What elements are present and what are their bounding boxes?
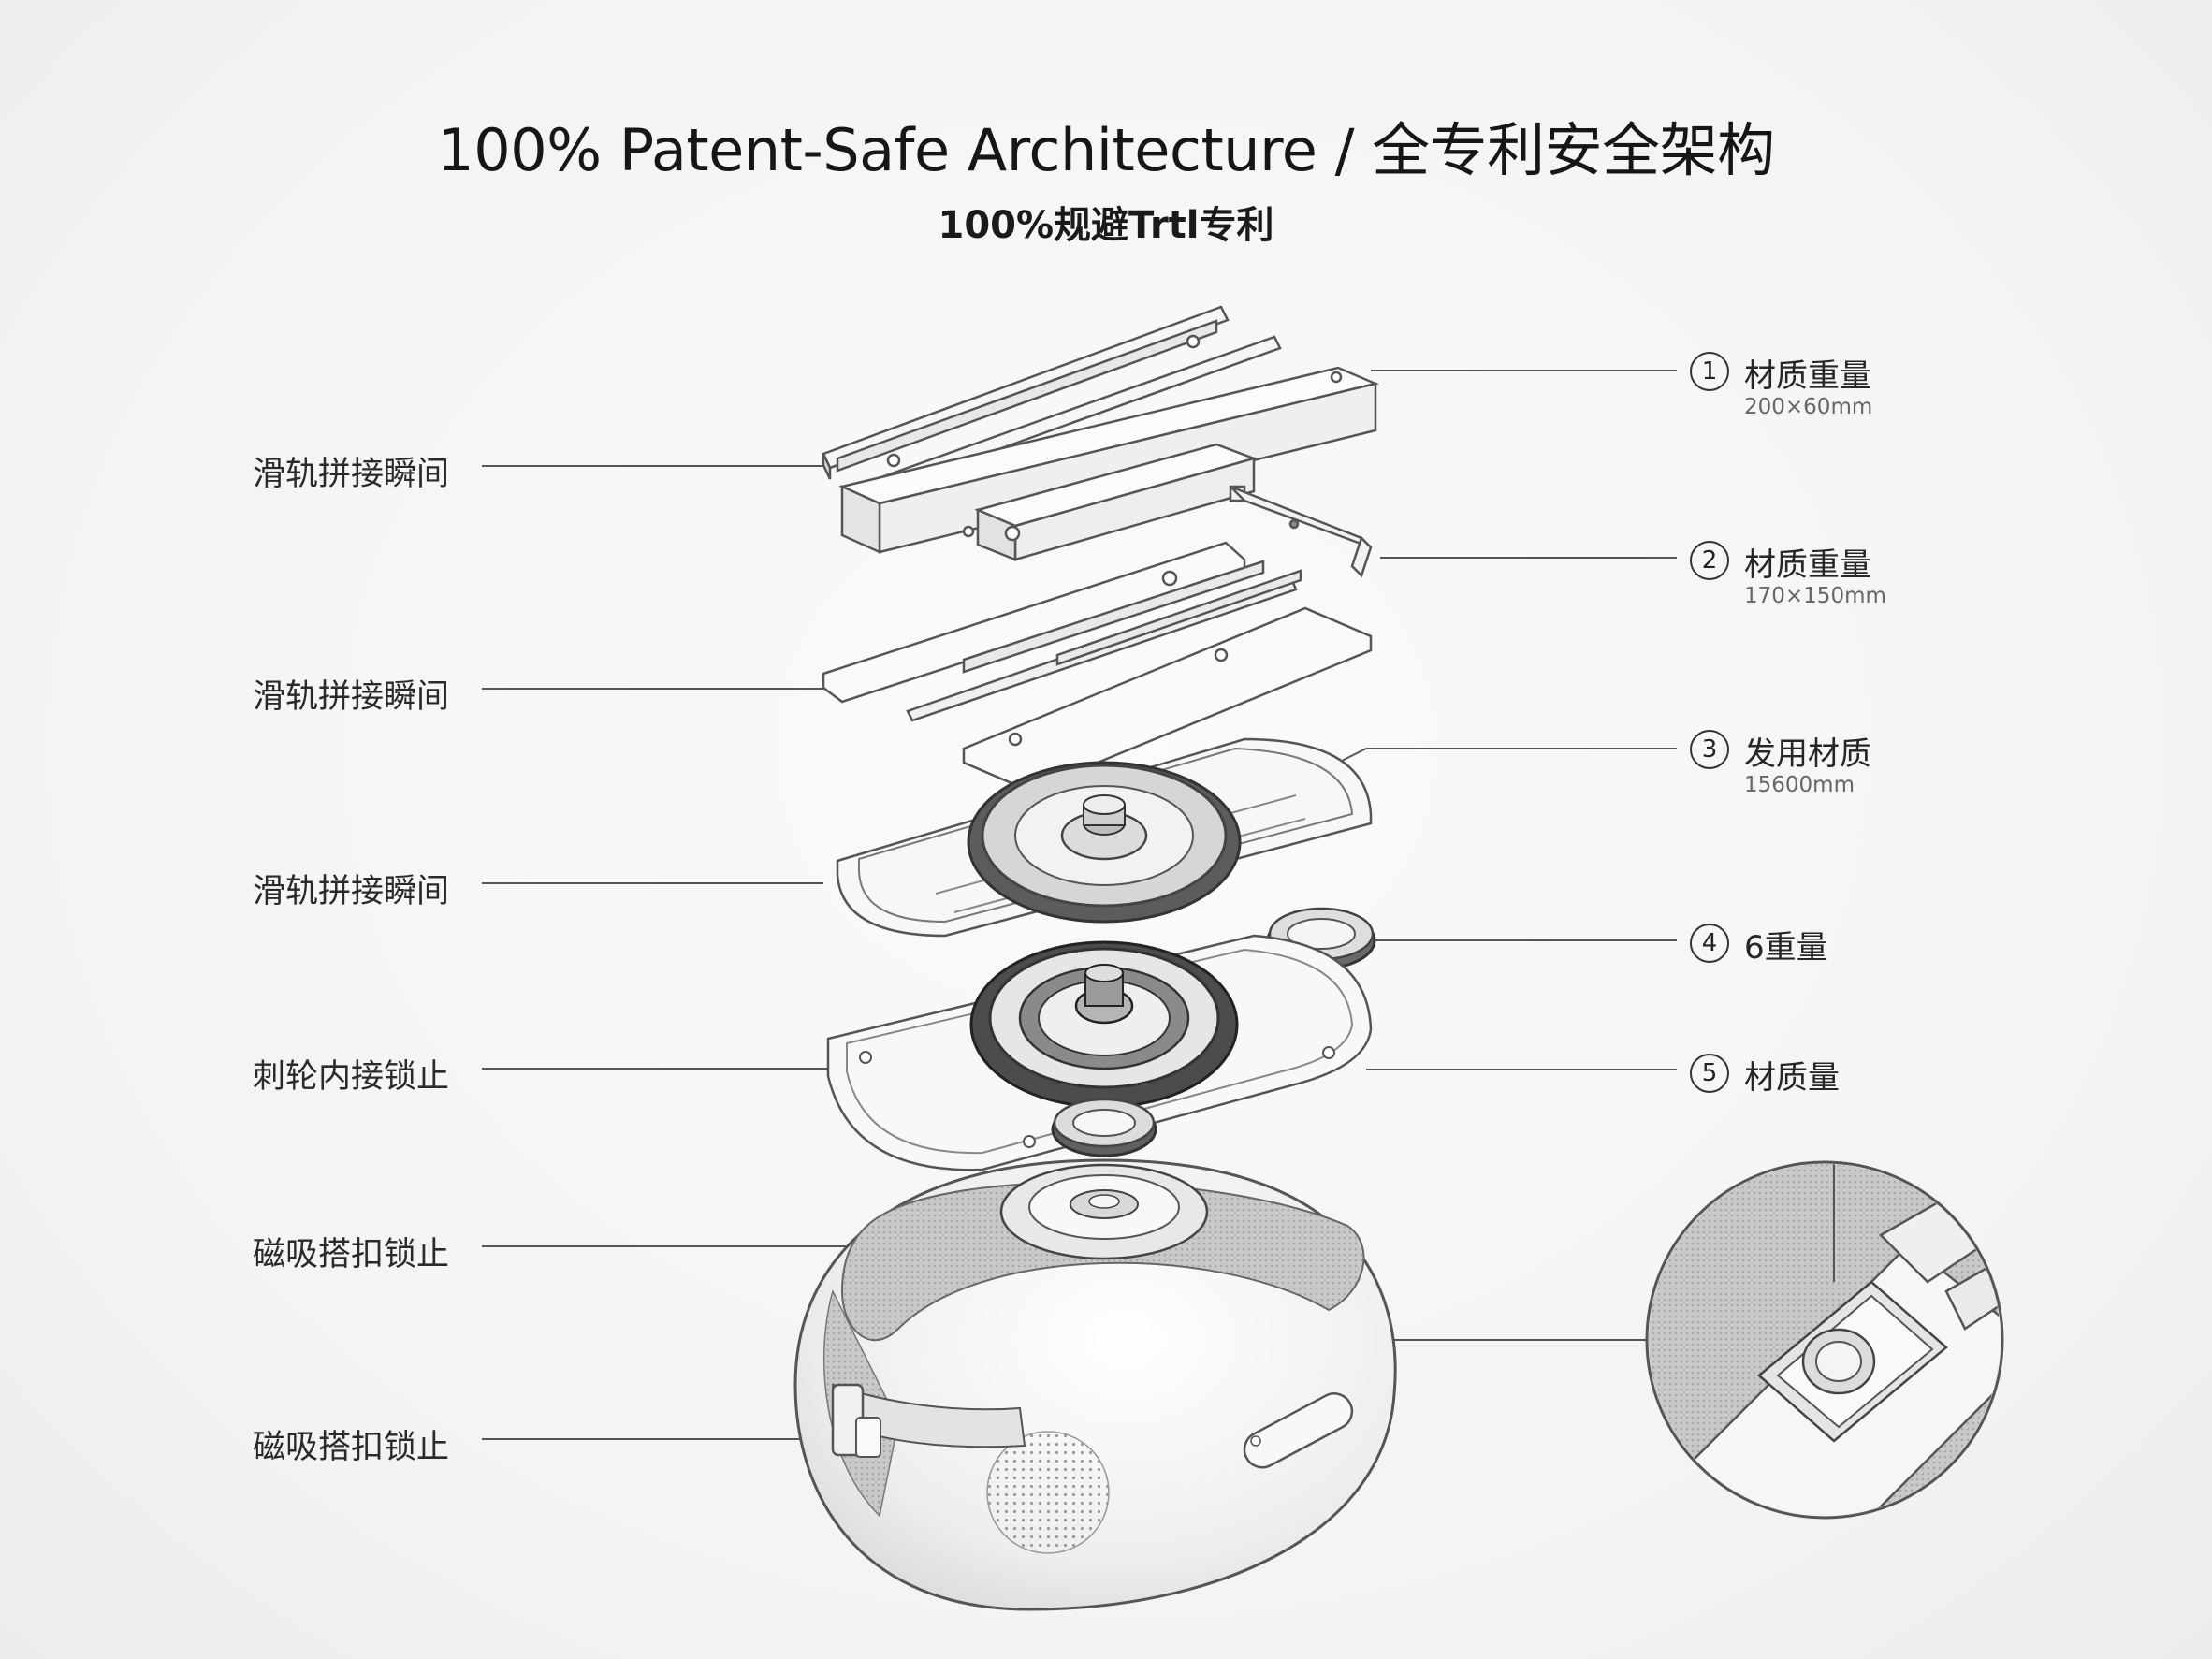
gear-upper xyxy=(967,761,1242,924)
bracket-part xyxy=(1229,485,1373,578)
callout-text: 材质重量 xyxy=(1744,546,1871,584)
callout-text: 6重量 xyxy=(1744,929,1828,967)
neck-pillow-shell xyxy=(793,1158,1397,1611)
callout-text: 材质量 xyxy=(1744,1059,1840,1097)
slider-block xyxy=(962,443,1259,561)
left-label-slide-rail-3: 滑轨拼接瞬间 xyxy=(253,873,450,910)
callout-number: 5 xyxy=(1690,1054,1729,1093)
callout-number: 3 xyxy=(1690,730,1729,769)
left-label-magnetic-clasp-2: 磁吸搭扣锁止 xyxy=(253,1429,450,1466)
gear-lower xyxy=(969,940,1239,1109)
callout-sub: 170×150mm xyxy=(1744,584,1886,608)
sliding-plate xyxy=(822,541,1302,722)
callout-text: 材质重量 xyxy=(1744,357,1871,395)
callout-sub: 15600mm xyxy=(1744,773,1855,797)
small-bearing-ring xyxy=(1051,1098,1157,1157)
detail-magnifier xyxy=(1645,1160,2004,1520)
callout-number: 2 xyxy=(1690,541,1729,580)
callout-number: 4 xyxy=(1690,924,1729,963)
leader-lines xyxy=(482,370,1677,1440)
left-label-magnetic-clasp-1: 磁吸搭扣锁止 xyxy=(253,1236,450,1273)
callout-sub: 200×60mm xyxy=(1744,395,1873,419)
left-label-slide-rail-1: 滑轨拼接瞬间 xyxy=(253,456,450,493)
callout-number: 1 xyxy=(1690,352,1729,391)
page-title: 100% Patent-Safe Architecture / 全专利安全架构 xyxy=(437,116,1775,184)
callout-text: 发用材质 xyxy=(1744,735,1871,773)
page-subtitle: 100%规避Trtl专利 xyxy=(938,204,1274,247)
left-label-ratchet-lock: 刺轮内接锁止 xyxy=(253,1058,450,1096)
base-plate xyxy=(962,606,1373,793)
left-label-slide-rail-2: 滑轨拼接瞬间 xyxy=(253,678,450,716)
